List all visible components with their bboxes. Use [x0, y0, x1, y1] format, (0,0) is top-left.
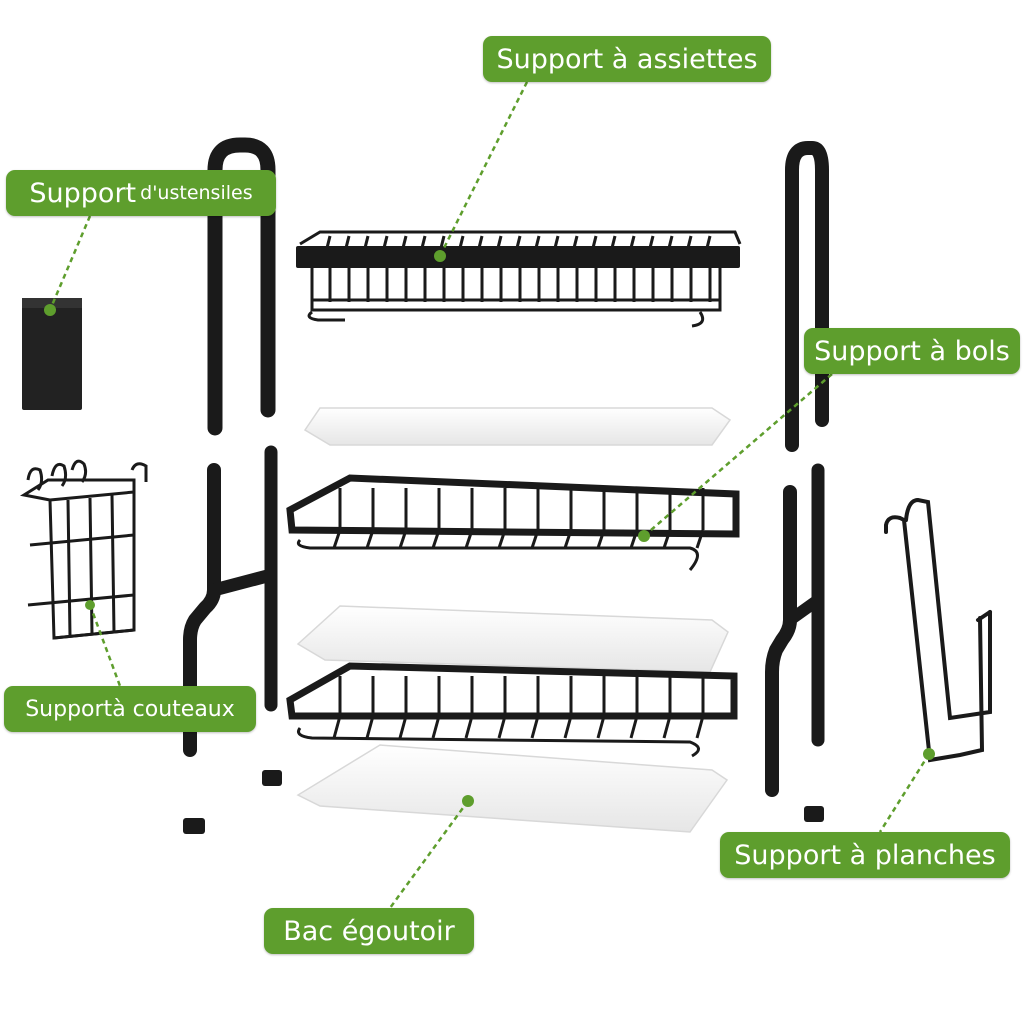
wire	[438, 235, 446, 253]
wire	[495, 235, 503, 253]
left-upper-frame	[207, 137, 276, 436]
wire	[629, 715, 639, 739]
wire	[431, 715, 441, 739]
wire	[381, 235, 389, 253]
bottom-drip-tray	[296, 744, 729, 833]
plate-rack	[296, 230, 742, 328]
wire	[514, 235, 522, 253]
wire	[533, 235, 541, 253]
leader-plate-rack	[438, 81, 529, 257]
lower-rack	[286, 662, 738, 758]
wire	[629, 529, 639, 549]
label-drip-tray: Bac égoutoir	[264, 908, 474, 954]
wire	[343, 235, 351, 253]
foot-cap	[183, 818, 205, 834]
wire	[332, 529, 342, 549]
wire	[685, 235, 693, 253]
bowl-rack	[286, 474, 740, 571]
wire	[431, 529, 441, 549]
wire	[497, 715, 507, 739]
wire	[497, 529, 507, 549]
wire	[596, 529, 606, 549]
label-plate-rack: Support à assiettes	[483, 36, 771, 82]
top-drip-tray	[303, 407, 732, 446]
wire	[662, 529, 672, 549]
wire	[530, 529, 540, 549]
wire	[464, 529, 474, 549]
wire	[332, 715, 342, 739]
wire	[362, 235, 370, 253]
wire	[398, 529, 408, 549]
wire	[552, 235, 560, 253]
wire	[365, 715, 375, 739]
foot-cap	[262, 770, 282, 786]
leader-knife	[88, 604, 122, 687]
utensil-cup	[22, 298, 82, 410]
wire	[628, 235, 636, 253]
wire	[609, 235, 617, 253]
wire	[530, 715, 540, 739]
label-knife-holder: Supportà couteaux	[4, 686, 256, 732]
wire	[476, 235, 484, 253]
wire	[400, 235, 408, 253]
wire	[695, 715, 705, 739]
label-bowl-rack: Support à bols	[804, 328, 1020, 374]
wire	[647, 235, 655, 253]
leader-tray	[388, 800, 470, 909]
wire	[365, 529, 375, 549]
wire	[590, 235, 598, 253]
label-utensil-holder: Support d'ustensiles	[6, 170, 276, 216]
label-board-holder: Support à planches	[720, 832, 1010, 878]
middle-drip-tray	[296, 605, 729, 673]
wire	[324, 235, 332, 253]
wire	[571, 235, 579, 253]
label-utensil-holder-rest: d'ustensiles	[140, 182, 253, 204]
wire	[666, 235, 674, 253]
wire	[662, 715, 672, 739]
left-lower-frame	[183, 445, 278, 757]
wire	[704, 235, 712, 253]
right-upper-frame	[785, 141, 829, 452]
leader-board	[878, 753, 931, 833]
wire	[419, 235, 427, 253]
wire	[398, 715, 408, 739]
cutting-board-holder	[884, 497, 992, 763]
foot-cap	[804, 806, 824, 822]
right-lower-frame	[765, 463, 825, 797]
wire	[563, 529, 573, 549]
wire	[457, 235, 465, 253]
wire	[563, 715, 573, 739]
leader-lines	[48, 81, 931, 909]
label-utensil-holder-main: Support	[29, 177, 137, 209]
leader-utensil	[48, 215, 92, 311]
wire	[695, 529, 705, 549]
knife-holder-basket	[19, 459, 148, 640]
wire	[464, 715, 474, 739]
wire	[596, 715, 606, 739]
